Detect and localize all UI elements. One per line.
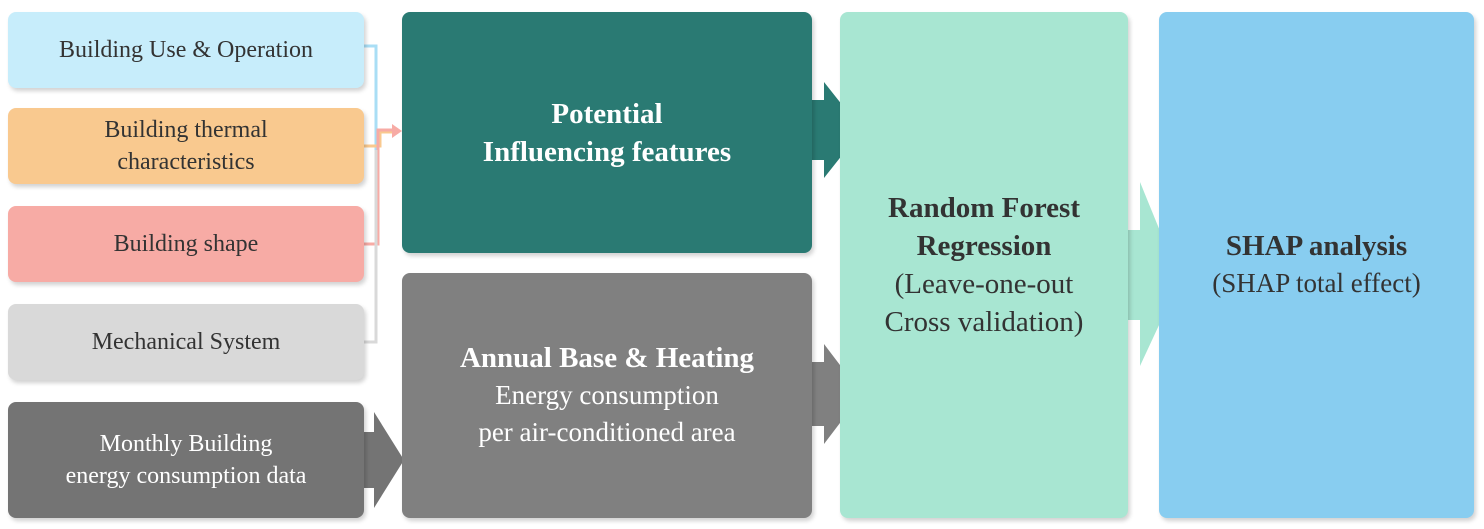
influencing-features-box: Potential Influencing features — [402, 12, 812, 253]
building-thermal-label-line1: Building thermal — [104, 117, 268, 143]
connector-arrowhead — [392, 124, 402, 138]
monthly-data-box: Monthly Building energy consumption data — [8, 402, 364, 518]
connector-thermal — [364, 130, 394, 148]
random-forest-sub-line1: (Leave-one-out — [894, 268, 1074, 300]
random-forest-title-line1: Random Forest — [888, 192, 1080, 224]
connector-mechanical — [364, 150, 378, 344]
shap-analysis-title: SHAP analysis — [1225, 230, 1408, 262]
annual-consumption-line2: Energy consumption — [495, 380, 719, 410]
connector-shape — [364, 128, 394, 246]
building-use-label: Building Use & Operation — [59, 37, 313, 63]
arrow-annual-to-model — [812, 344, 862, 444]
building-shape-label: Building shape — [113, 231, 259, 257]
mechanical-system-box: Mechanical System — [8, 304, 364, 380]
random-forest-title-line2: Regression — [916, 230, 1052, 262]
annual-consumption-line3: per air-conditioned area — [478, 417, 736, 447]
building-shape-box: Building shape — [8, 206, 364, 282]
mechanical-system-label: Mechanical System — [91, 329, 281, 355]
influencing-features-line1: Potential — [551, 97, 663, 130]
influencing-features-line2: Influencing features — [482, 135, 732, 168]
arrow-model-to-analysis — [1126, 182, 1180, 366]
building-thermal-label-line2: characteristics — [117, 149, 255, 175]
annual-consumption-box: Annual Base & Heating Energy consumption… — [402, 273, 812, 518]
random-forest-box: Random Forest Regression (Leave-one-out … — [840, 12, 1128, 518]
shap-analysis-box: SHAP analysis (SHAP total effect) — [1159, 12, 1474, 518]
random-forest-sub-line2: Cross validation) — [884, 306, 1084, 338]
annual-consumption-title: Annual Base & Heating — [459, 342, 755, 374]
arrow-features-to-model — [812, 82, 862, 178]
monthly-data-label-line1: Monthly Building — [99, 431, 273, 457]
shap-analysis-subtitle: (SHAP total effect) — [1212, 268, 1421, 298]
monthly-data-label-line2: energy consumption data — [65, 463, 307, 489]
building-use-box: Building Use & Operation — [8, 12, 364, 88]
building-thermal-box: Building thermal characteristics — [8, 108, 364, 184]
connector-building-use — [364, 44, 378, 150]
arrow-monthly-to-annual — [358, 412, 404, 508]
